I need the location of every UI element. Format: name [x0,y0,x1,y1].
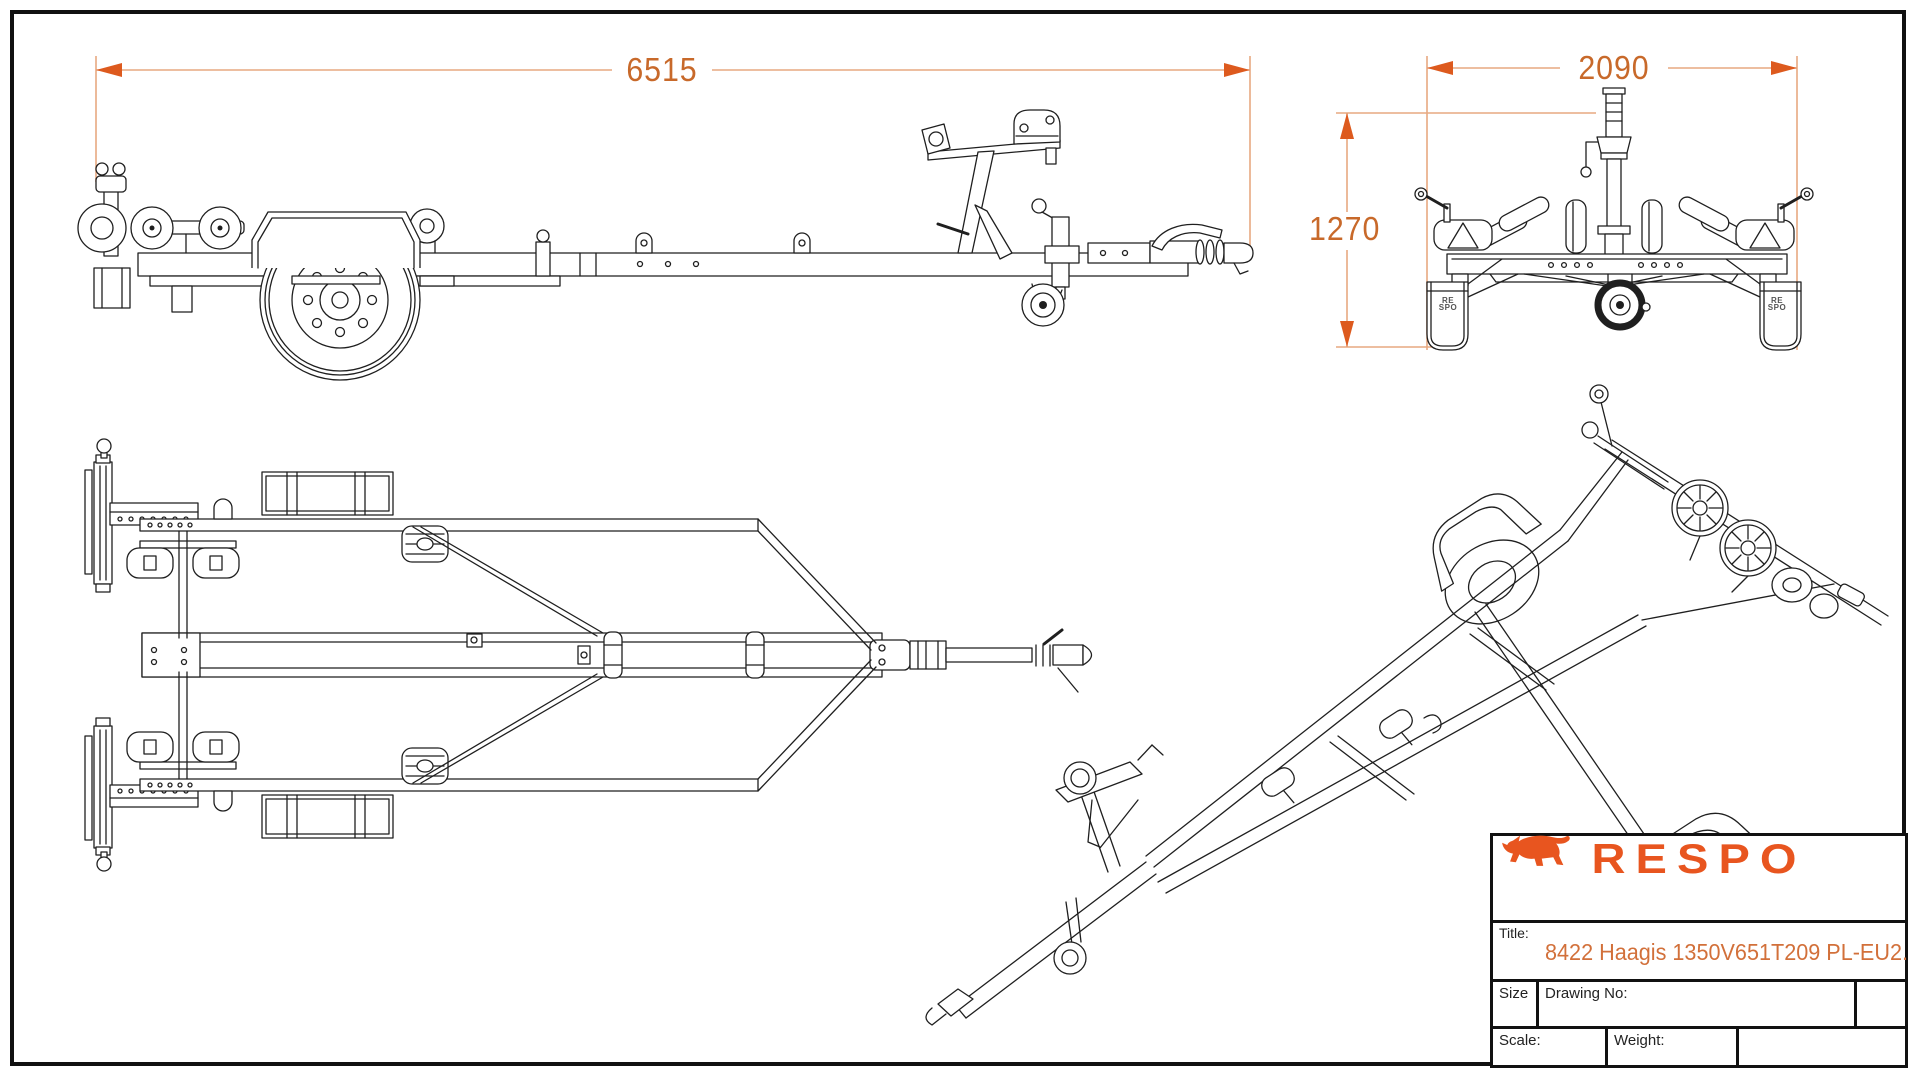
title-block-logo-row: RESPO [1493,835,1905,923]
fender-brand-line2: SPO [1767,303,1787,312]
title-label: Title: [1499,925,1529,941]
scale-label: Scale: [1499,1032,1541,1049]
title-block-scale-row: Scale: Weight: [1493,1029,1905,1065]
drawing-no-cell: Drawing No: [1539,982,1857,1026]
sheet-border [10,10,1906,1066]
drawing-title: 8422 Haagis 1350V651T209 PL-EU2. [1545,939,1909,965]
front-view-drawing [1414,87,1815,352]
respo-bull-icon [1502,835,1570,866]
size-label: Size [1499,985,1529,1002]
title-block-title-row: Title: 8422 Haagis 1350V651T209 PL-EU2. [1493,923,1909,982]
side-view-drawing [77,109,1254,381]
fender-brand-right: RE SPO [1762,296,1792,312]
size-row-empty-cell [1857,982,1905,1026]
dimension-label-length: 6515 [626,51,698,88]
weight-cell: Weight: [1608,1029,1739,1065]
weight-label: Weight: [1614,1032,1665,1049]
fender-brand-line2: SPO [1438,303,1458,312]
scale-row-empty-cell [1739,1029,1905,1065]
drawing-no-label: Drawing No: [1545,985,1628,1002]
dimension-label-width: 2090 [1578,49,1650,86]
fender-brand-line1: RE [1770,296,1784,305]
dimension-overall-length [95,56,1251,252]
size-cell: Size [1493,982,1539,1026]
dimension-label-height: 1270 [1309,210,1381,247]
title-block-size-row: Size Drawing No: [1493,982,1905,1029]
title-block: RESPO Title: 8422 Haagis 1350V651T209 PL… [1490,833,1908,1068]
respo-logo-text: RESPO [1591,835,1807,882]
fender-brand-left: RE SPO [1433,296,1463,312]
scale-cell: Scale: [1493,1029,1608,1065]
fender-brand-line1: RE [1441,296,1455,305]
dimension-overall-height [1336,112,1596,348]
top-view-drawing [84,438,1093,872]
